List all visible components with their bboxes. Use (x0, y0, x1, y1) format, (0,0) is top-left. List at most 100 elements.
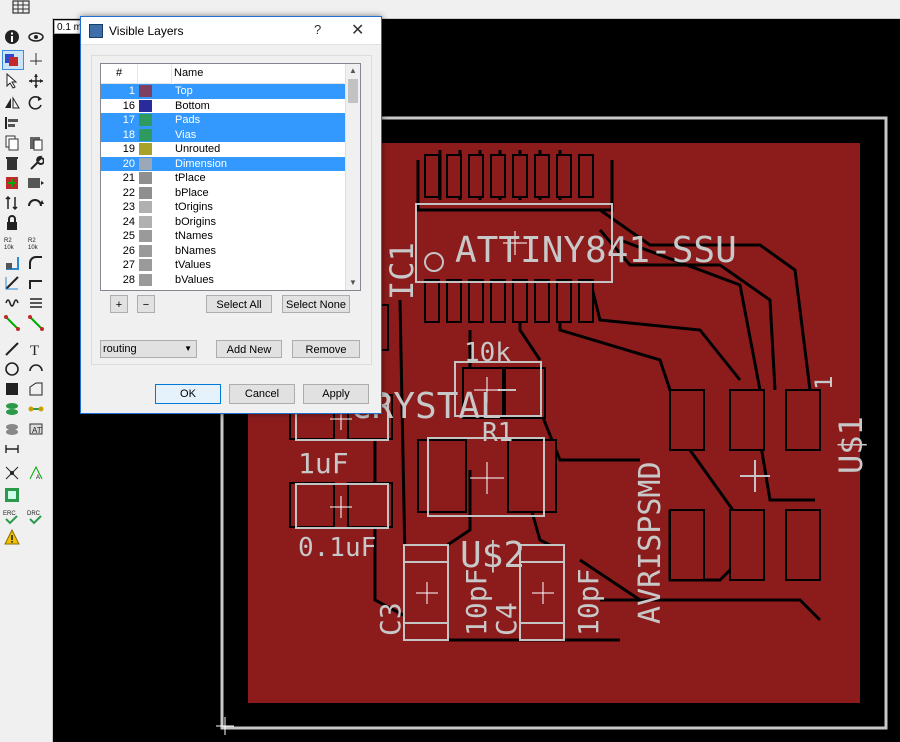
signal-icon[interactable] (26, 400, 46, 418)
add-new-button[interactable]: Add New (216, 340, 282, 358)
add-part-icon[interactable] (2, 174, 22, 192)
ratsnest-icon[interactable] (2, 464, 22, 482)
apply-button[interactable]: Apply (303, 384, 369, 404)
circle-icon[interactable] (2, 360, 22, 378)
select-none-button[interactable]: Select None (282, 295, 350, 313)
erc-icon[interactable] (2, 486, 22, 504)
drc-check-icon[interactable]: DRC (26, 508, 46, 526)
label-pin1: 1 (810, 376, 838, 390)
rect-icon[interactable] (2, 380, 22, 398)
mirror-icon[interactable] (2, 94, 22, 112)
lock-icon[interactable] (26, 194, 46, 212)
miter-icon[interactable] (26, 254, 46, 272)
ok-button[interactable]: OK (155, 384, 221, 404)
cancel-button[interactable]: Cancel (229, 384, 295, 404)
label-c3v: 10pF (460, 569, 493, 636)
column-header-color[interactable] (137, 64, 172, 84)
select-all-button[interactable]: Select All (206, 295, 272, 313)
polygon-icon[interactable] (26, 380, 46, 398)
layer-number: 18 (122, 128, 135, 141)
arc-icon[interactable] (26, 360, 46, 378)
help-button[interactable]: ? (314, 22, 322, 37)
layer-list-scrollbar[interactable]: ▲ ▼ (345, 64, 360, 290)
move-icon[interactable] (26, 72, 46, 90)
grid-icon[interactable] (12, 0, 32, 16)
attribute-icon[interactable]: AT (26, 420, 46, 438)
layer-name: bPlace (175, 186, 209, 199)
app-icon (89, 24, 103, 38)
hole-icon[interactable] (2, 420, 22, 438)
erc-check-icon[interactable]: ERC (2, 508, 22, 526)
layer-number: 25 (122, 230, 135, 242)
label-c3: C3 (374, 602, 407, 636)
differential-icon[interactable] (26, 294, 46, 312)
padlock-icon[interactable] (2, 214, 22, 232)
svg-text:R2: R2 (28, 238, 36, 244)
column-header-num[interactable]: # (101, 64, 138, 84)
layer-name: bOrigins (175, 215, 216, 228)
layer-row[interactable]: 24 bOrigins (101, 215, 345, 230)
layer-color-swatch (139, 143, 152, 155)
wire-icon[interactable] (2, 340, 22, 358)
route-icon[interactable] (26, 274, 46, 292)
text-icon[interactable]: T (26, 340, 46, 358)
autorouter-icon[interactable] (2, 314, 22, 332)
rotate-icon[interactable] (26, 94, 46, 112)
layer-row[interactable]: 28 bValues (101, 273, 345, 288)
dialog-titlebar[interactable]: Visible Layers ? ✕ (81, 17, 381, 45)
eye-icon[interactable] (26, 28, 46, 46)
replace-icon[interactable] (26, 174, 46, 192)
add-layer-button[interactable]: + (110, 295, 128, 313)
svg-text:A: A (36, 475, 40, 481)
meander-icon[interactable] (2, 294, 22, 312)
split-icon[interactable] (2, 254, 22, 272)
close-button[interactable]: ✕ (351, 22, 365, 39)
scroll-thumb[interactable] (348, 79, 358, 103)
optimize-icon[interactable] (2, 274, 22, 292)
delete-icon[interactable] (2, 154, 22, 172)
layer-number: 24 (122, 215, 135, 228)
mark-icon[interactable] (26, 50, 46, 68)
layer-number: 28 (122, 273, 135, 286)
warning-icon[interactable] (2, 528, 22, 546)
copy-icon[interactable] (2, 134, 22, 152)
ripup-icon[interactable] (26, 314, 46, 332)
info-icon[interactable] (2, 28, 22, 46)
layer-settings-icon[interactable] (2, 50, 24, 70)
svg-text:DRC: DRC (27, 511, 41, 517)
wrench-icon[interactable] (26, 154, 46, 172)
paste-icon[interactable] (26, 134, 46, 152)
column-header-name[interactable]: Name (174, 64, 344, 84)
scroll-up-icon[interactable]: ▲ (349, 66, 357, 75)
layer-number: 20 (122, 157, 135, 170)
label-us1: U$1 (832, 416, 870, 474)
layer-name: tOrigins (175, 201, 213, 213)
layer-set-select[interactable]: routing ▼ (100, 340, 197, 358)
select-arrow-icon[interactable] (2, 72, 22, 90)
label-cap1: 1uF (298, 447, 349, 480)
scroll-down-icon[interactable]: ▼ (349, 278, 357, 287)
layer-name: bValues (175, 273, 214, 286)
via-icon[interactable] (2, 400, 22, 418)
dimension-icon[interactable] (2, 440, 22, 458)
swap-icon[interactable] (2, 194, 22, 212)
remove-layer-button[interactable]: − (137, 295, 155, 313)
remove-set-button[interactable]: Remove (292, 340, 360, 358)
autoroute-icon[interactable]: A (26, 464, 46, 482)
align-icon[interactable] (2, 114, 22, 132)
